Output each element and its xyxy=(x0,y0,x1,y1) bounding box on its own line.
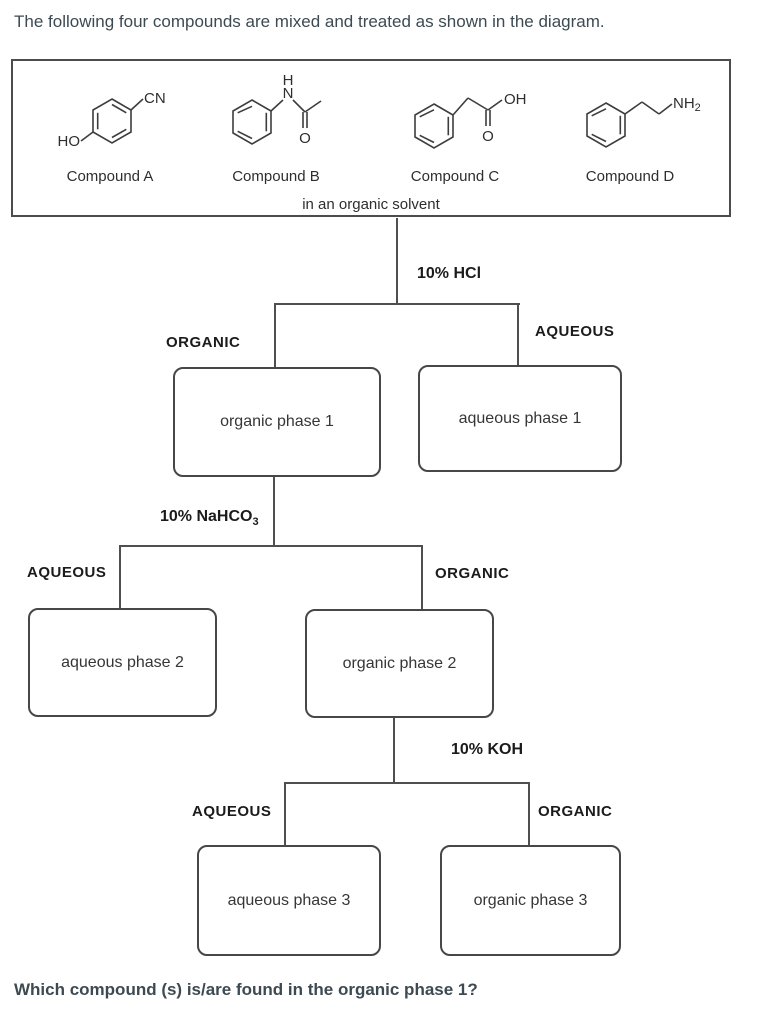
reagent-hcl-label: 10% HCl xyxy=(417,265,482,282)
compound-c-label: Compound C xyxy=(410,168,500,185)
organic-side-label-2: ORGANIC xyxy=(435,565,510,582)
reagent-koh-label: 10% KOH xyxy=(451,741,524,758)
connector-split-2 xyxy=(119,545,423,547)
solvent-note: in an organic solvent xyxy=(302,196,440,213)
connector-stem-organic-2 xyxy=(393,714,395,782)
compounds-panel xyxy=(11,59,731,217)
connector-stem-organic-1 xyxy=(273,473,275,545)
organic-phase-1-box: organic phase 1 xyxy=(173,367,381,477)
connector-drop-aqueous-1 xyxy=(517,303,519,365)
aqueous-phase-3-text: aqueous phase 3 xyxy=(227,891,351,909)
compound-d-structure: NH2 xyxy=(586,95,701,148)
connector-drop-aqueous-3 xyxy=(284,782,286,845)
nh-hydrogen-label: H xyxy=(283,72,294,89)
cn-atom-label: CN xyxy=(144,90,166,107)
aqueous-side-label-1: AQUEOUS xyxy=(535,323,615,340)
compound-d-label: Compound D xyxy=(585,168,675,185)
aqueous-side-label-2: AQUEOUS xyxy=(27,564,107,581)
connector-stem-mixture xyxy=(396,218,398,303)
connector-split-1 xyxy=(275,303,520,305)
aqueous-phase-2-box: aqueous phase 2 xyxy=(28,608,217,717)
compound-c-structure: OH O xyxy=(414,91,527,149)
aqueous-side-label-3: AQUEOUS xyxy=(192,803,272,820)
connector-drop-organic-2 xyxy=(421,545,423,609)
organic-phase-3-text: organic phase 3 xyxy=(473,891,588,909)
organic-side-label-1: ORGANIC xyxy=(166,334,241,351)
aqueous-phase-1-text: aqueous phase 1 xyxy=(458,409,582,427)
carbonyl-oxygen-label: O xyxy=(299,130,311,147)
aqueous-phase-3-box: aqueous phase 3 xyxy=(197,845,381,956)
connector-drop-organic-1 xyxy=(274,303,276,367)
organic-side-label-3: ORGANIC xyxy=(538,803,613,820)
question-text: Which compound (s) is/are found in the o… xyxy=(14,980,478,999)
aqueous-phase-1-box: aqueous phase 1 xyxy=(418,365,622,472)
compound-b-label: Compound B xyxy=(232,168,320,185)
organic-phase-2-text: organic phase 2 xyxy=(342,654,457,672)
connector-split-3 xyxy=(285,782,530,784)
hydroxyl-label: OH xyxy=(504,91,527,108)
compound-a-structure: CN HO xyxy=(58,90,166,150)
reagent-nahco3-label: 10% NaHCO3 xyxy=(160,508,259,529)
carbonyl-oxygen-label: O xyxy=(482,128,494,145)
organic-phase-1-text: organic phase 1 xyxy=(220,413,334,430)
compound-b-structure: H N O xyxy=(232,72,322,147)
aqueous-phase-2-text: aqueous phase 2 xyxy=(61,653,184,671)
amine-label: NH2 xyxy=(673,95,701,114)
connector-drop-aqueous-2 xyxy=(119,545,121,608)
connector-drop-organic-3 xyxy=(528,782,530,845)
nitrogen-atom-label: N xyxy=(283,85,294,102)
compound-a-label: Compound A xyxy=(66,168,154,185)
question-intro-text: The following four compounds are mixed a… xyxy=(14,12,605,31)
organic-phase-2-box: organic phase 2 xyxy=(305,609,494,718)
ho-atom-label: HO xyxy=(58,133,81,150)
organic-phase-3-box: organic phase 3 xyxy=(440,845,621,956)
